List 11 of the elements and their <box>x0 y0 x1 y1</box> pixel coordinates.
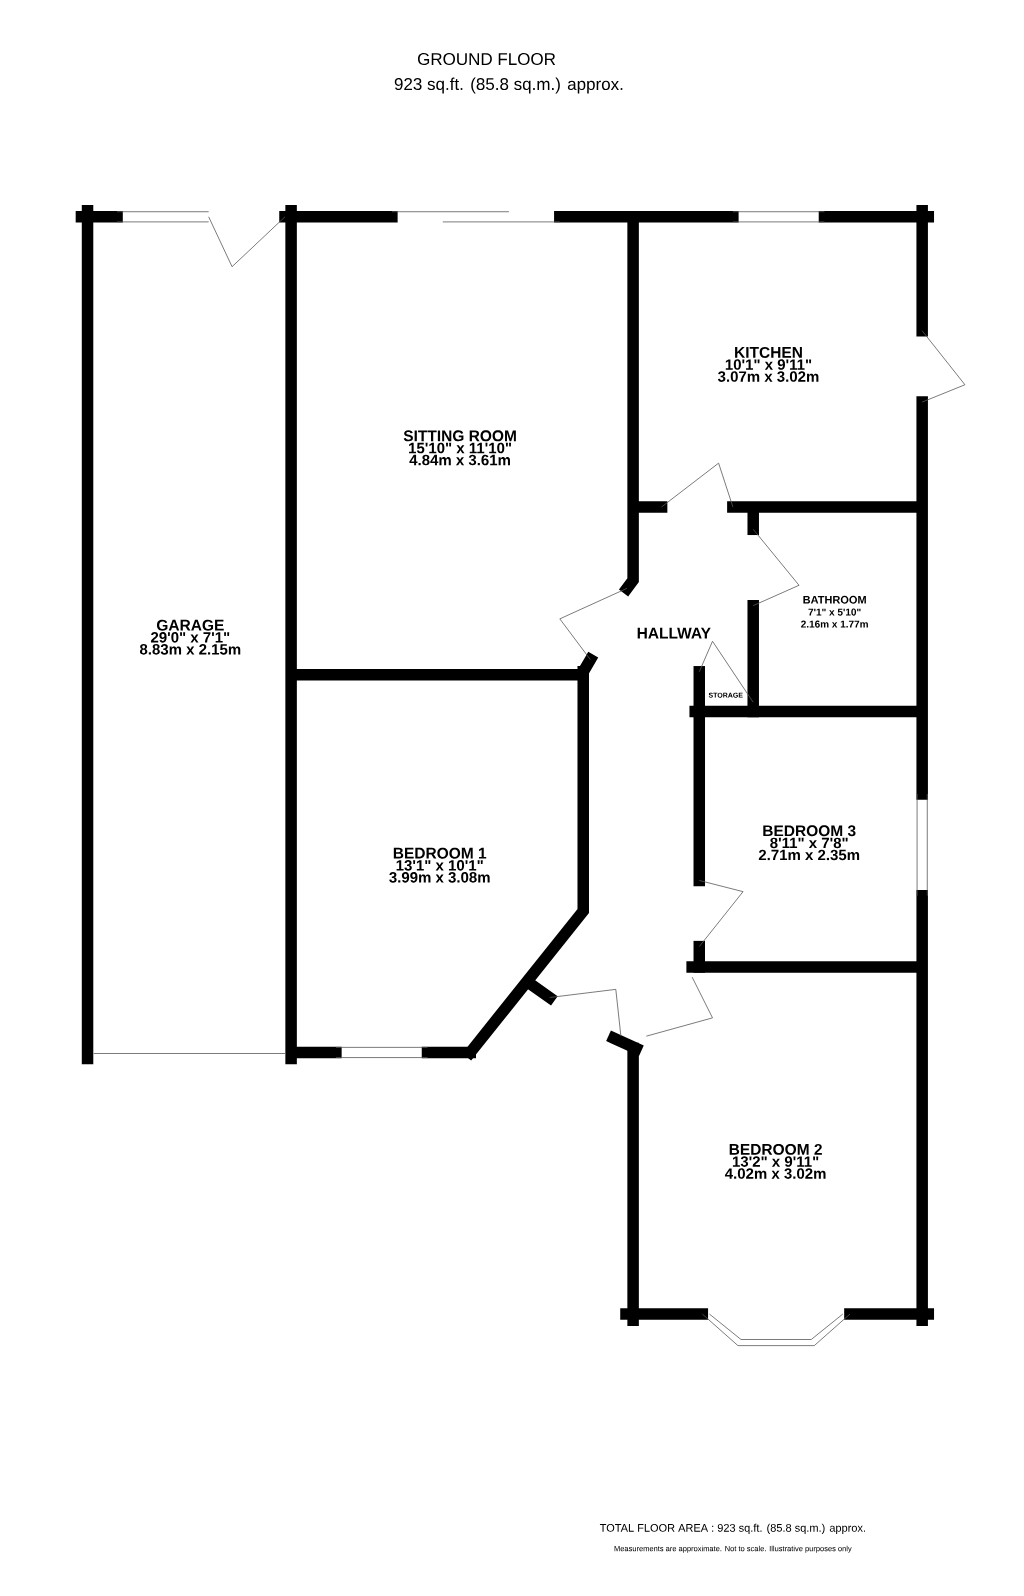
room-label: KITCHEN 10'1" x 9'11" 3.07m x 3.02m <box>718 346 819 382</box>
room-label: BEDROOM 3 8'11" x 7'8" 2.71m x 2.35m <box>758 825 860 861</box>
room-label: SITTING ROOM 15'10" x 11'10" 4.84m x 3.61m <box>403 430 516 466</box>
room-label: GARAGE 29'0" x 7'1" 8.83m x 2.15m <box>139 619 241 655</box>
room-label: BATHROOM 7'1" x 5'10" 2.16m x 1.77m <box>801 595 868 628</box>
room-label: BEDROOM 2 13'2" x 9'11" 4.02m x 3.02m <box>725 1143 826 1179</box>
room-label: HALLWAY <box>637 627 711 639</box>
total-area-note: TOTAL FLOOR AREA : 923 sq.ft. (85.8 sq.m.) approx. <box>599 1523 866 1534</box>
room-label: BEDROOM 1 13'1" x 10'1" 3.99m x 3.08m <box>389 847 490 883</box>
subtitle: 923 sq.ft. (85.8 sq.m.) approx. <box>394 77 623 94</box>
title: GROUND FLOOR <box>418 53 556 66</box>
